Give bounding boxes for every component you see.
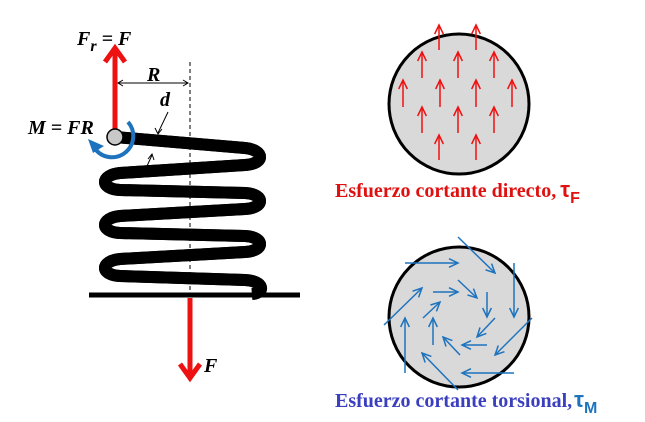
direct-shear-arrow [470,23,482,50]
applied-force-label: F [203,355,218,377]
torsional-shear-caption: Esfuerzo cortante torsional,τM [335,387,597,417]
torsional-shear-arrow [399,316,411,373]
direct-shear-arrow [452,50,464,78]
torsional-shear-arrow [481,292,493,319]
torsional-shear-arrows [383,236,533,391]
wire-cross-section [106,128,124,146]
torsional-shear-arrow [457,279,479,300]
direct-shear-arrow [470,78,482,107]
torsional-shear-arrow [460,367,514,379]
applied-force-arrow [177,298,203,383]
moment-label: M = FR [27,117,94,139]
direct-shear-arrow [434,78,446,107]
direct-shear-arrow [433,133,445,160]
torsional-shear-arrow [405,257,460,269]
wire-diameter-label: d [160,89,171,111]
direct-shear-arrow [470,133,482,160]
direct-shear-arrow [397,78,409,107]
moment-arrow [88,120,136,160]
direct-shear-arrow [488,105,500,133]
reaction-force-label: Fr = F [76,28,132,55]
wire-diameter-leaders [142,111,169,176]
torsional-shear-arrow [427,316,439,345]
torsional-shear-section [387,245,531,389]
direct-shear-arrow [488,50,500,78]
torsional-shear-arrow [493,317,533,357]
direct-shear-arrow [416,50,428,78]
direct-shear-arrow [452,105,464,133]
torsional-shear-arrow [420,351,459,391]
radius-label: R [146,64,160,86]
torsional-shear-arrow [422,300,442,319]
direct-shear-caption: Esfuerzo cortante directo,τF [335,177,580,207]
direct-shear-arrow [506,78,518,107]
direct-shear-arrow [416,105,428,133]
helical-spring [105,137,261,294]
radius-dimension [117,79,189,87]
reaction-force-arrow [102,43,128,130]
torsional-shear-arrow [433,286,460,298]
torsional-shear-arrow [460,339,487,351]
torsional-shear-arrow [508,263,520,319]
torsional-shear-arrow [475,317,496,339]
torsional-shear-arrow [441,335,461,356]
direct-shear-arrows [397,23,518,160]
torsional-shear-arrow [457,236,497,275]
torsional-shear-arrow [383,286,424,326]
direct-shear-arrow [433,23,445,50]
